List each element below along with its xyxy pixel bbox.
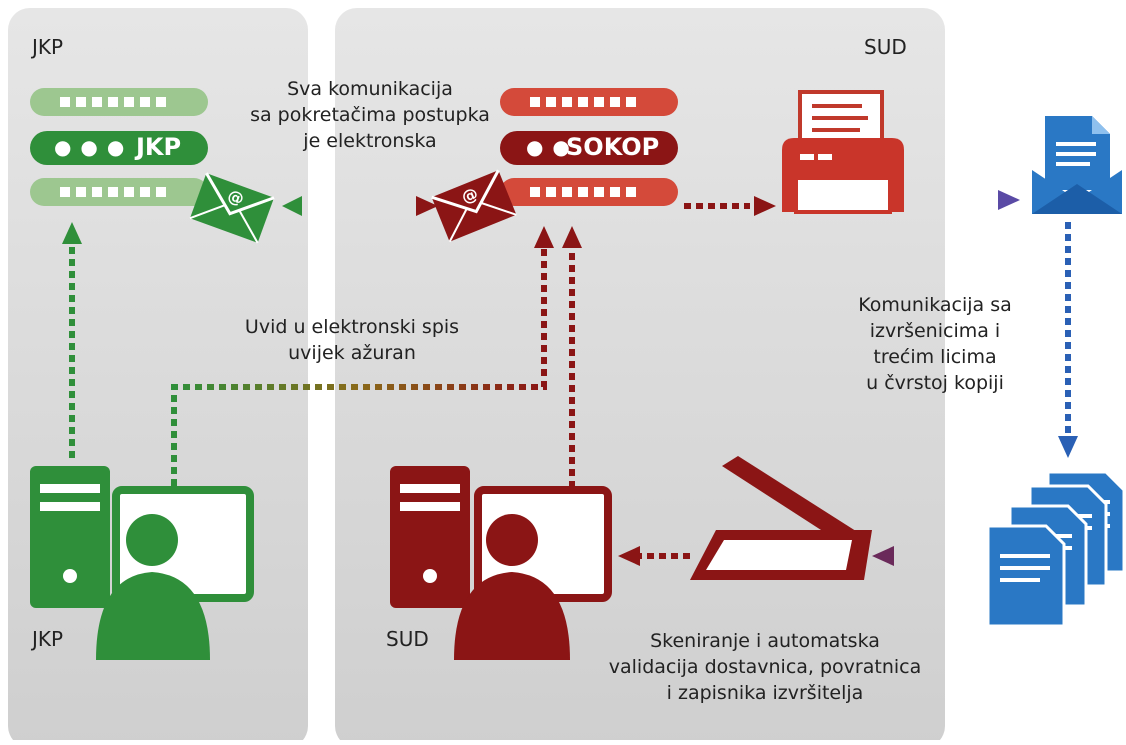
jkp-workstation-label: JKP (32, 627, 64, 651)
connector-mail-documents (1058, 222, 1078, 458)
hardcopy-line-4: u čvrstoj kopiji (866, 372, 1004, 394)
hardcopy-line-3: trećim licima (873, 346, 997, 368)
connector-printer-mail (912, 190, 1020, 210)
sud-server-label: SOKOP (566, 133, 660, 161)
mail-document-icon (1032, 116, 1122, 214)
view-file-text: Uvid u elektronski spis uvijek ažuran (232, 314, 472, 366)
jkp-email-envelope-icon: @ (189, 172, 275, 244)
printer-icon (782, 90, 904, 214)
jkp-panel-title: JKP (32, 35, 64, 59)
hardcopy-line-1: Komunikacija sa (858, 294, 1012, 316)
connector-view-file (171, 226, 554, 486)
scanning-line-3: i zapisnika izvršitelja (666, 682, 864, 704)
scanning-line-1: Skeniranje i automatska (650, 630, 880, 652)
connector-documents-scanner (872, 546, 976, 566)
svg-text:@: @ (459, 184, 481, 208)
sud-email-envelope-icon: @ (431, 169, 517, 243)
jkp-server-icon (30, 88, 208, 206)
view-file-line-2: uvijek ažuran (288, 342, 416, 364)
communication-line-3: je elektronska (303, 130, 437, 152)
communication-line-1: Sva komunikacija (287, 78, 453, 100)
svg-text:@: @ (225, 186, 247, 209)
connector-jkp-computer-server (62, 222, 82, 458)
communication-text: Sva komunikacija sa pokretačima postupka… (250, 76, 490, 154)
view-file-line-1: Uvid u elektronski spis (244, 316, 460, 338)
connector-jkp-sud (282, 196, 438, 216)
hardcopy-text: Komunikacija sa izvršenicima i trećim li… (830, 292, 1040, 396)
scanner-icon (690, 456, 872, 580)
sud-server-icon (500, 88, 678, 206)
sud-workstation-label: SUD (386, 627, 429, 651)
connector-server-printer (684, 196, 776, 216)
connector-sud-computer-server (562, 226, 582, 488)
jkp-server-dots: ● ● ● (54, 135, 126, 159)
sud-panel-title: SUD (864, 35, 907, 59)
sud-computer-user-icon (390, 466, 612, 660)
connector-scanner-computer (618, 546, 690, 566)
jkp-server-label: JKP (136, 133, 182, 161)
communication-line-2: sa pokretačima postupka (250, 104, 490, 126)
hardcopy-line-2: izvršenicima i (869, 320, 1001, 342)
document-stack-icon (986, 470, 1126, 628)
scanning-line-2: validacija dostavnica, povratnica (608, 656, 922, 678)
scanning-text: Skeniranje i automatska validacija dosta… (590, 628, 940, 706)
sud-server-dots: ● ● (526, 135, 571, 159)
jkp-computer-user-icon (30, 466, 254, 660)
